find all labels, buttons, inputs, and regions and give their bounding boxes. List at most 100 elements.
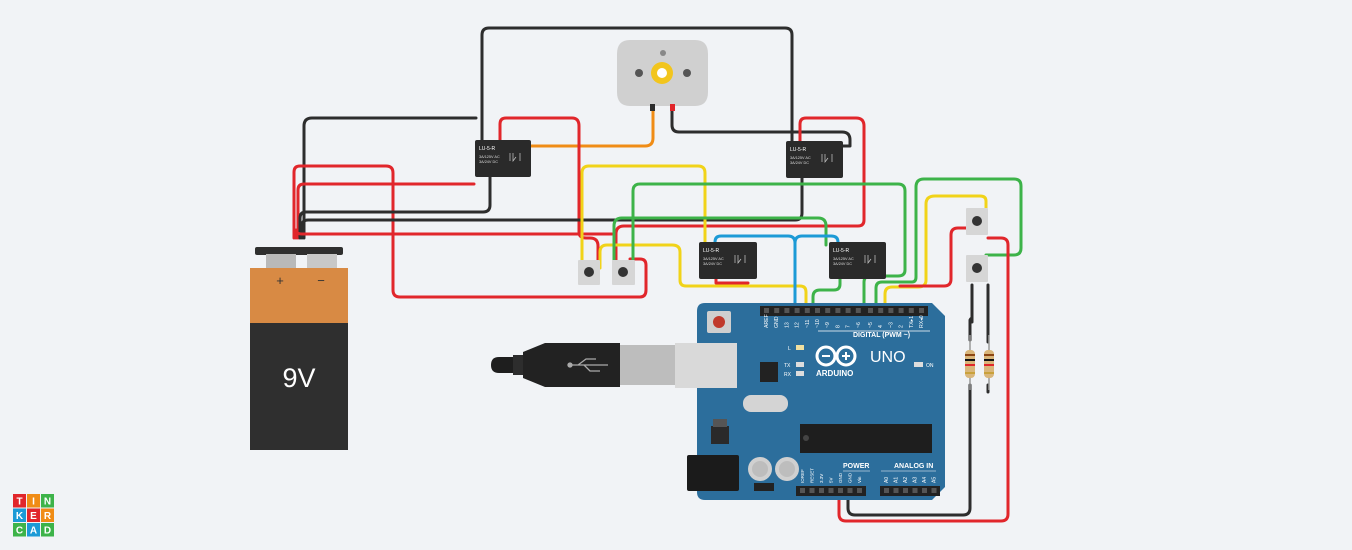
digital-pin-label: 13	[784, 322, 790, 328]
logo-letter: K	[16, 511, 24, 522]
power-pin-hole[interactable]	[809, 488, 815, 493]
wire-yellow-btn2-arduino[interactable]	[598, 243, 808, 315]
wire-black-motor-relay4[interactable]	[670, 108, 852, 148]
analog-in-label: ANALOG IN	[894, 463, 933, 470]
pushbutton-1[interactable]	[578, 260, 600, 285]
power-pin-hole[interactable]	[847, 488, 853, 493]
digital-pin-hole[interactable]	[919, 308, 924, 313]
pushbutton-4[interactable]	[966, 255, 988, 282]
wire-red-battery-relay1[interactable]	[296, 182, 476, 240]
logo-tile	[41, 523, 54, 537]
logo-tile	[41, 508, 54, 522]
analog-pin-hole[interactable]	[903, 488, 908, 493]
digital-pin-hole[interactable]	[764, 308, 769, 313]
wire-black-battery-relay1[interactable]	[302, 116, 478, 240]
digital-pin-hole[interactable]	[898, 308, 904, 313]
wire-red-right-loop[interactable]	[837, 236, 1010, 523]
analog-pin-label: A4	[922, 477, 928, 483]
analog-pin-label: A3	[913, 477, 919, 483]
power-pin-label: GND	[848, 472, 853, 483]
wire-black-battery-b[interactable]	[300, 176, 804, 240]
relay-2[interactable]: LU-5-R 3A/125V AC 3A/24V DC	[786, 141, 843, 178]
digital-pin-label: ~6	[856, 322, 862, 328]
reset-button[interactable]	[707, 311, 731, 333]
digital-pin-hole[interactable]	[815, 308, 820, 313]
digital-pin-hole[interactable]	[855, 308, 861, 313]
digital-pin-hole[interactable]	[908, 308, 914, 313]
relay-3[interactable]: LU-5-R 3A/125V AC 3A/24V DC	[699, 242, 757, 279]
digital-pin-hole[interactable]	[835, 308, 841, 313]
digital-pin-label: RX◂0	[919, 315, 925, 328]
digital-pin-hole[interactable]	[845, 308, 851, 313]
wire-black-resistor-btn[interactable]	[968, 283, 974, 342]
digital-pin-hole[interactable]	[888, 308, 894, 313]
analog-pin-hole[interactable]	[884, 488, 889, 493]
wire-red-relay1-top[interactable]	[498, 116, 600, 267]
relay-model: LU-5-R	[790, 147, 807, 153]
wire-black-battery-a[interactable]	[298, 173, 492, 240]
wire-yellow-btn3-arduino[interactable]	[883, 194, 988, 315]
digital-pin-hole[interactable]	[825, 308, 831, 313]
battery-plus-label: +	[276, 273, 284, 288]
wire-yellow-btn1-relay3[interactable]	[580, 164, 707, 270]
analog-pin-hole[interactable]	[912, 488, 918, 493]
digital-pin-label: ~5	[868, 322, 874, 328]
analog-pin-hole[interactable]	[931, 488, 937, 493]
wire-red-battery-relay4[interactable]	[294, 228, 614, 240]
relay-1[interactable]: LU-5-R 3A/125V AC 3A/24V DC	[475, 140, 531, 177]
wire-black-motor-relay-top[interactable]	[480, 26, 794, 147]
power-pin-hole[interactable]	[828, 488, 834, 493]
wire-green-btn4-arduino[interactable]	[874, 177, 1023, 315]
relay-spec-dc: 3A/24V DC	[479, 160, 498, 164]
resistor-2[interactable]	[984, 335, 994, 390]
power-pin-hole[interactable]	[857, 488, 862, 493]
power-pin-hole[interactable]	[800, 488, 805, 493]
dc-motor[interactable]	[617, 40, 708, 111]
battery-9v[interactable]: + − 9V	[250, 247, 348, 450]
wire-red-relay3-bottom[interactable]	[714, 276, 750, 285]
digital-pin-hole[interactable]	[794, 308, 800, 313]
power-jack[interactable]	[687, 455, 739, 491]
digital-pin-label: GND	[774, 316, 780, 328]
wire-green-relay4-btn[interactable]	[612, 216, 828, 270]
pushbutton-3[interactable]	[966, 208, 988, 235]
digital-header[interactable]	[760, 306, 928, 316]
digital-pin-hole[interactable]	[804, 308, 810, 313]
wire-black-right-loop[interactable]	[846, 383, 972, 517]
relay-spec-ac: 3A/125V AC	[703, 257, 724, 261]
power-pin-hole[interactable]	[838, 488, 843, 493]
usb-port	[675, 343, 737, 388]
analog-pin-hole[interactable]	[893, 488, 899, 493]
digital-pwm-label: DIGITAL (PWM ~)	[853, 332, 910, 339]
led-l-label: L	[788, 346, 791, 352]
digital-pin-hole[interactable]	[774, 308, 780, 313]
relay-4[interactable]: LU-5-R 3A/125V AC 3A/24V DC	[829, 242, 886, 279]
relay-spec-dc: 3A/24V DC	[790, 161, 809, 165]
wire-red-battery-loop[interactable]	[292, 164, 648, 299]
arduino-brand: ARDUINO	[816, 369, 853, 378]
wire-red-btn-bottom[interactable]	[898, 226, 972, 288]
battery-voltage-label: 9V	[282, 363, 315, 393]
digital-pin-hole[interactable]	[784, 308, 790, 313]
resistor-1[interactable]	[965, 335, 975, 390]
power-pin-hole[interactable]	[819, 488, 824, 493]
wire-green-relay4-arduino[interactable]	[811, 276, 842, 315]
analog-header[interactable]	[880, 486, 940, 496]
wire-orange-relay-motor[interactable]	[528, 106, 655, 148]
usb-icon	[567, 358, 608, 372]
digital-pin-hole[interactable]	[868, 308, 873, 313]
relay-spec-ac: 3A/125V AC	[790, 156, 811, 160]
digital-pin-hole[interactable]	[878, 308, 884, 313]
logo-tile	[27, 523, 40, 537]
wire-red-relay4-loop[interactable]	[614, 116, 866, 267]
analog-pin-label: A1	[894, 477, 900, 483]
pushbutton-2[interactable]	[612, 260, 635, 285]
wire-blue-relay4[interactable]	[793, 234, 840, 250]
analog-pin-hole[interactable]	[922, 488, 927, 493]
motor-gear-icon	[651, 62, 673, 84]
power-pin-label: Vin	[857, 476, 862, 483]
led-tx-label: TX	[784, 363, 791, 369]
